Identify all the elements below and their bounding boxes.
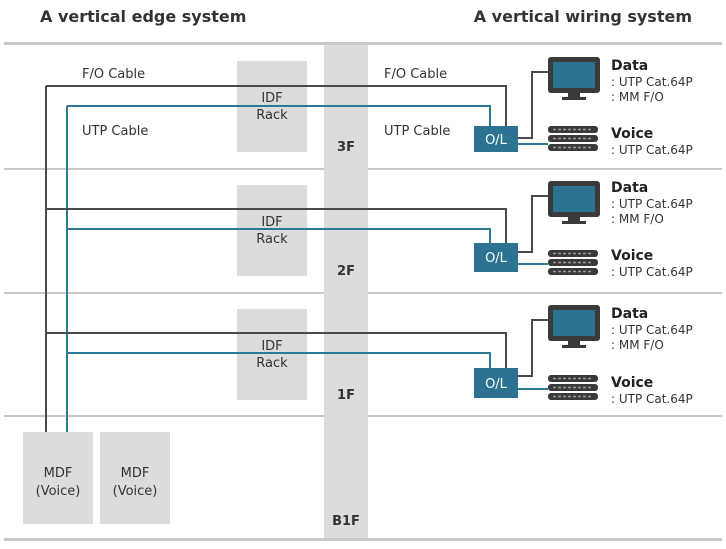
data-title-1f: Data bbox=[611, 306, 648, 322]
svg-text:IDF: IDF bbox=[261, 339, 282, 354]
voice-title-2f: Voice bbox=[611, 248, 653, 264]
idf-rack-1f: IDF Rack bbox=[237, 309, 307, 400]
floor-label-1f: 1F bbox=[337, 388, 355, 403]
outlet-label-3f: O/L bbox=[485, 133, 508, 148]
idf-rack-2f: IDF Rack bbox=[237, 185, 307, 276]
heading-vertical-wiring-system: A vertical wiring system bbox=[474, 7, 692, 26]
data-spec-mmfo-3f: : MM F/O bbox=[611, 90, 664, 104]
svg-text:MDF: MDF bbox=[44, 466, 73, 481]
voice-title-3f: Voice bbox=[611, 126, 653, 142]
utp-cable-label-right: UTP Cable bbox=[384, 124, 450, 139]
utp-line-2f bbox=[67, 228, 491, 243]
outlet-label-2f: O/L bbox=[485, 251, 508, 266]
voice-title-1f: Voice bbox=[611, 375, 653, 391]
fo-cable-label-right: F/O Cable bbox=[384, 67, 447, 82]
data-spec-utp-2f: : UTP Cat.64P bbox=[611, 197, 693, 211]
outlet-box-3f bbox=[474, 126, 518, 152]
terminal-group-3f: O/L Data : UTP Cat.64P : MM F/O Voice : … bbox=[474, 57, 693, 157]
phone-patch-panel-icon bbox=[548, 126, 598, 151]
floor-label-2f: 2F bbox=[337, 264, 355, 279]
outlet-box-2f bbox=[474, 243, 518, 272]
mdf-voice-box-1: MDF (Voice) bbox=[23, 432, 93, 524]
floor-label-3f: 3F bbox=[337, 140, 355, 155]
svg-text:Rack: Rack bbox=[256, 356, 288, 371]
vertical-shaft bbox=[324, 45, 368, 538]
outlet-label-1f: O/L bbox=[485, 377, 508, 392]
data-spec-mmfo-2f: : MM F/O bbox=[611, 212, 664, 226]
monitor-icon bbox=[548, 57, 600, 100]
data-title-2f: Data bbox=[611, 180, 648, 196]
phone-patch-panel-icon bbox=[548, 250, 598, 275]
fiber-line-3f bbox=[46, 85, 507, 126]
fo-cable-label-left: F/O Cable bbox=[82, 67, 145, 82]
top-rule bbox=[4, 42, 722, 45]
svg-text:MDF: MDF bbox=[121, 466, 150, 481]
monitor-icon bbox=[548, 305, 600, 348]
svg-text:Rack: Rack bbox=[256, 108, 288, 123]
svg-text:IDF: IDF bbox=[261, 91, 282, 106]
fiber-line-2f bbox=[46, 208, 507, 243]
utp-line-1f bbox=[67, 352, 491, 368]
heading-vertical-edge-system: A vertical edge system bbox=[40, 7, 246, 26]
outlet-box-1f bbox=[474, 368, 518, 398]
data-title-3f: Data bbox=[611, 58, 648, 74]
utp-line-3f bbox=[67, 105, 491, 126]
utp-cable-label-left: UTP Cable bbox=[82, 124, 148, 139]
floor-label-b1f: B1F bbox=[332, 514, 360, 529]
data-spec-mmfo-1f: : MM F/O bbox=[611, 338, 664, 352]
voice-spec-3f: : UTP Cat.64P bbox=[611, 143, 693, 157]
svg-text:Rack: Rack bbox=[256, 232, 288, 247]
fiber-line-1f bbox=[46, 332, 507, 368]
mdf-voice-box-2: MDF (Voice) bbox=[100, 432, 170, 524]
svg-text:(Voice): (Voice) bbox=[36, 484, 81, 499]
svg-text:(Voice): (Voice) bbox=[113, 484, 158, 499]
svg-text:IDF: IDF bbox=[261, 215, 282, 230]
data-spec-utp-3f: : UTP Cat.64P bbox=[611, 75, 693, 89]
terminal-group-1f: O/L Data : UTP Cat.64P : MM F/O Voice : … bbox=[474, 305, 693, 406]
data-spec-utp-1f: : UTP Cat.64P bbox=[611, 323, 693, 337]
terminal-group-2f: O/L Data : UTP Cat.64P : MM F/O Voice : … bbox=[474, 180, 693, 279]
monitor-icon bbox=[548, 181, 600, 224]
bottom-rule bbox=[4, 538, 722, 541]
phone-patch-panel-icon bbox=[548, 375, 598, 400]
voice-spec-1f: : UTP Cat.64P bbox=[611, 392, 693, 406]
voice-spec-2f: : UTP Cat.64P bbox=[611, 265, 693, 279]
